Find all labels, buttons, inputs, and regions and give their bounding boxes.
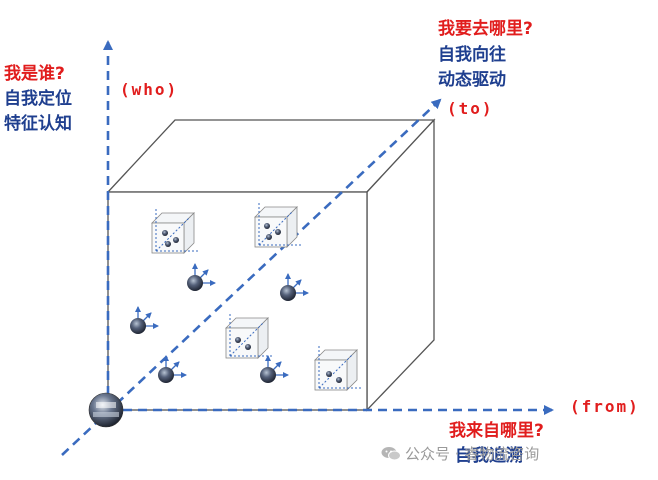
who-answer-line2: 特征认知 [4,114,72,134]
mini-cube [225,312,272,359]
cube [106,118,436,412]
origin-sphere [88,392,124,428]
mini-cube [151,207,198,254]
mini-sphere [187,263,216,291]
from-question: 我来自哪里? [449,421,544,441]
watermark: 公众号 · 睿物流咨询 [381,443,539,464]
mini-sphere [130,306,159,334]
to-axis [61,98,442,456]
who-question: 我是谁? [4,64,65,84]
to-tag: (to) [447,99,494,118]
who-answer-line1: 自我定位 [4,89,72,109]
mini-cube [314,344,361,391]
to-answer-line2: 动态驱动 [438,70,506,90]
mini-sphere [158,355,187,383]
mini-sphere [280,273,309,301]
to-question: 我要去哪里? [438,19,533,39]
from-answer-line1: 自我追溯 [455,446,523,466]
mini-cube [254,201,301,248]
to-answer-line1: 自我向往 [438,45,506,65]
wechat-icon [381,446,401,461]
mini-sphere [260,355,289,383]
who-tag: (who) [120,80,179,99]
from-tag: (from) [570,397,640,416]
watermark-text: 公众号 · 睿物流咨询 [405,445,540,463]
